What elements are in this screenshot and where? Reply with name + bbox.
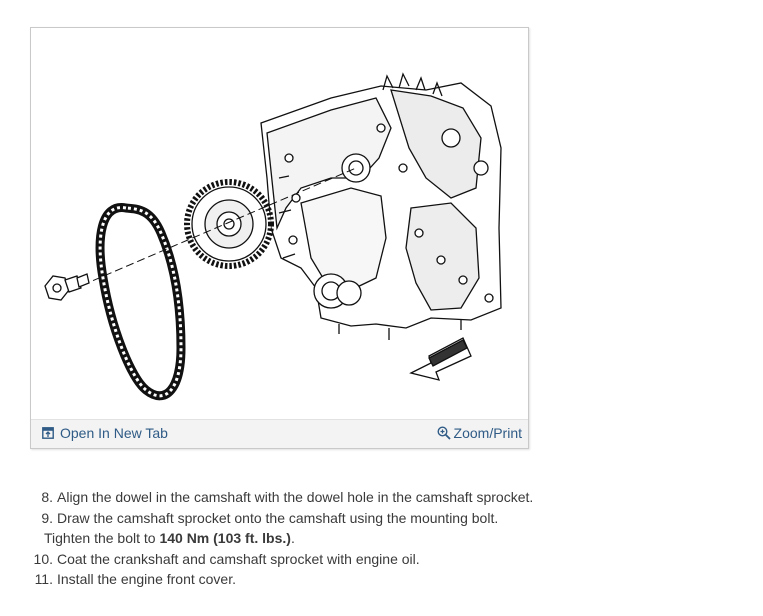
step-number: 8. bbox=[41, 489, 53, 505]
mounting-bolt bbox=[44, 273, 90, 301]
step-number: 9. bbox=[41, 509, 53, 526]
camshaft-sprocket-diagram bbox=[44, 72, 502, 401]
torque-value: 140 Nm (103 ft. lbs.) bbox=[159, 530, 291, 546]
torque-note-prefix: Tighten the bolt to bbox=[44, 530, 160, 546]
diagram-figure: Open In New Tab Zoom/Print bbox=[30, 27, 529, 449]
zoom-in-icon bbox=[437, 426, 451, 440]
step-text: Align the dowel in the camshaft with the… bbox=[57, 489, 534, 505]
torque-note: Tighten the bolt to 140 Nm (103 ft. lbs.… bbox=[30, 528, 630, 549]
open-in-new-tab-link[interactable]: Open In New Tab bbox=[42, 425, 168, 441]
camshaft-sprocket bbox=[184, 179, 274, 269]
zoom-print-label[interactable]: Zoom/Print bbox=[453, 425, 522, 441]
step-number: 10. bbox=[33, 550, 53, 567]
engine-block bbox=[260, 72, 502, 340]
timing-chain bbox=[95, 203, 186, 401]
step-item: 8. Align the dowel in the camshaft with … bbox=[30, 487, 630, 508]
open-in-new-tab-label[interactable]: Open In New Tab bbox=[60, 425, 168, 441]
step-item: 9. Draw the camshaft sprocket onto the c… bbox=[30, 508, 630, 529]
step-text: Coat the crankshaft and camshaft sprocke… bbox=[57, 550, 420, 567]
zoom-print-link[interactable]: Zoom/Print bbox=[437, 425, 522, 441]
step-text: Draw the camshaft sprocket onto the cams… bbox=[57, 509, 499, 526]
step-text: Install the engine front cover. bbox=[57, 571, 236, 587]
direction-arrow bbox=[409, 337, 472, 381]
step-item: 10. Coat the crankshaft and camshaft spr… bbox=[30, 549, 630, 570]
step-number: 11. bbox=[34, 571, 53, 587]
step-item: 11. Install the engine front cover. bbox=[30, 569, 630, 590]
alignment-line bbox=[70, 167, 357, 291]
figure-toolbar: Open In New Tab Zoom/Print bbox=[31, 419, 528, 448]
open-external-icon bbox=[42, 427, 54, 439]
torque-note-suffix: . bbox=[290, 530, 295, 546]
instruction-steps: 8. Align the dowel in the camshaft with … bbox=[30, 487, 630, 590]
